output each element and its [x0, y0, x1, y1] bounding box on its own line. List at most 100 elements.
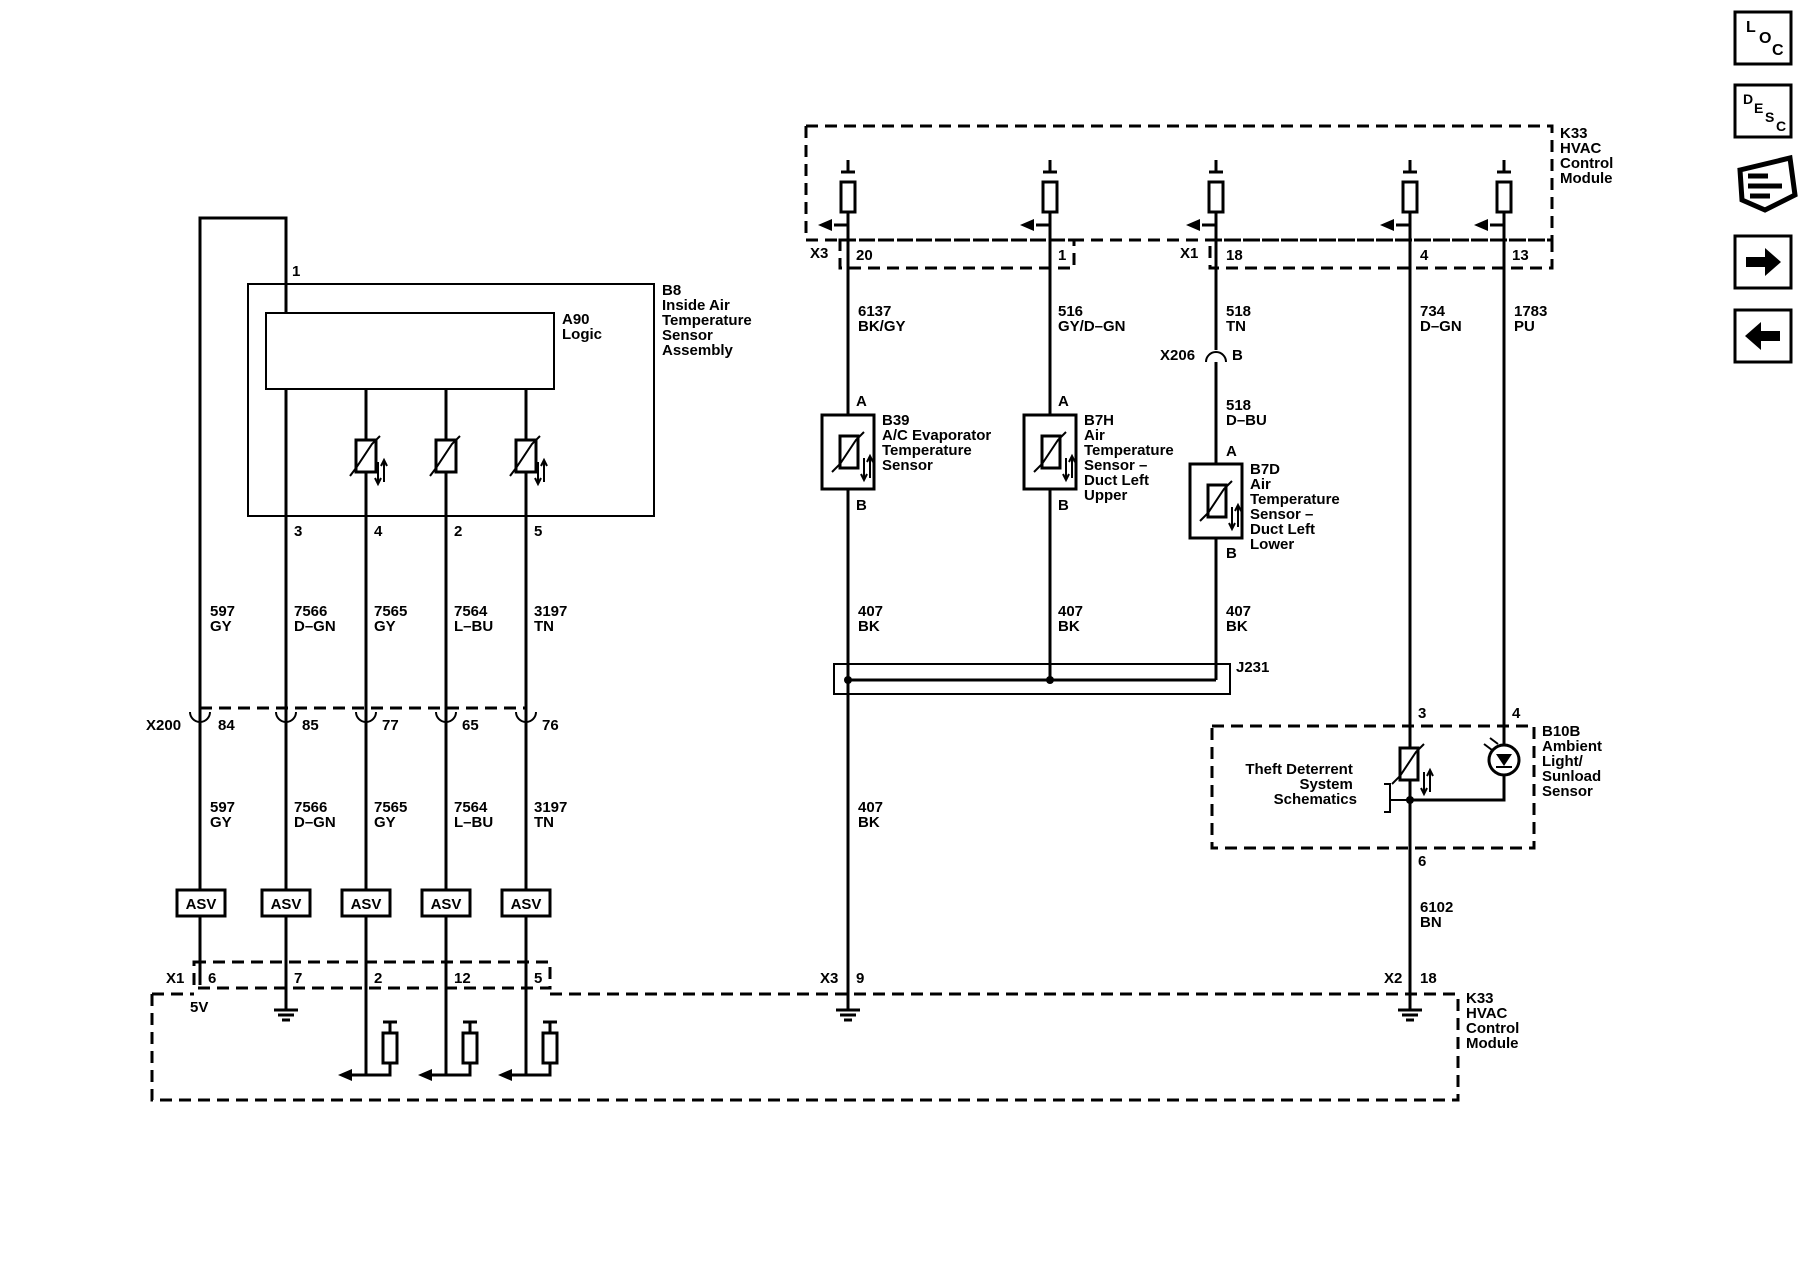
svg-text:J231: J231: [1236, 659, 1269, 676]
connector-view-button[interactable]: [1737, 154, 1798, 213]
svg-text:K33 HVAC Control: K33 HVAC Control Module: [1466, 990, 1524, 1052]
svg-text:12: 12: [454, 970, 471, 987]
b8-inside-air-temp-sensor-assembly: B8 Inside Air Temperature Sensor Assembl…: [247, 282, 756, 517]
previous-page-button[interactable]: [1733, 308, 1793, 364]
arrow-left-icon: [1745, 322, 1780, 350]
svg-text:4: 4: [1420, 247, 1429, 264]
svg-text:ASV: ASV: [511, 896, 542, 913]
x1-bottom-connector: X1 6 7 2 12 5 5V: [166, 960, 552, 1016]
svg-text:20: 20: [856, 247, 873, 264]
svg-text:X3: X3: [810, 245, 828, 262]
svg-text:K33 HVAC Control: K33 HVAC Control Module: [1560, 125, 1618, 187]
svg-text:76: 76: [542, 717, 559, 734]
desc-button[interactable]: D E S C: [1733, 83, 1793, 139]
j231-splice: J231: [833, 659, 1269, 695]
svg-text:A: A: [1226, 443, 1237, 460]
svg-text:B: B: [1226, 545, 1237, 562]
loc-letter-c: C: [1772, 42, 1784, 59]
5v-label: 5V: [190, 999, 208, 1016]
b7d-duct-left-lower-sensor: A B B7D Air Temperature Sensor – Duct Le…: [1188, 443, 1344, 562]
svg-text:85: 85: [302, 717, 319, 734]
b8-pin-3: 3: [294, 523, 302, 540]
svg-text:1: 1: [1058, 247, 1066, 264]
svg-text:A: A: [1058, 393, 1069, 410]
b8-pin-4: 4: [374, 523, 383, 540]
svg-text:7: 7: [294, 970, 302, 987]
svg-text:B7H Air Temperatur: B7H Air Temperature Sensor – Duct Left U…: [1084, 412, 1178, 504]
desc-letter-s: S: [1765, 109, 1774, 125]
svg-text:ASV: ASV: [186, 896, 217, 913]
loc-letter-o: O: [1759, 30, 1771, 47]
arrow-right-icon: [1746, 248, 1781, 276]
svg-text:2: 2: [374, 970, 382, 987]
svg-text:18: 18: [1226, 247, 1243, 264]
svg-text:5: 5: [534, 970, 542, 987]
svg-text:ASV: ASV: [351, 896, 382, 913]
desc-letter-e: E: [1754, 100, 1763, 116]
svg-text:X206: X206: [1160, 347, 1195, 364]
svg-text:6: 6: [1418, 853, 1426, 870]
loc-button[interactable]: L O C: [1733, 10, 1793, 66]
b7h-duct-left-upper-sensor: A B B7H Air Temperature Sensor – Duct Le…: [1022, 393, 1178, 514]
k33-hvac-module-bottom: K33 HVAC Control Module: [150, 990, 1524, 1102]
svg-text:9: 9: [856, 970, 864, 987]
k33-hvac-module-top: K33 HVAC Control Module X3 X1 20 1 18 4 …: [804, 124, 1618, 270]
x200-label: X200: [146, 717, 181, 734]
b8-pin-2: 2: [454, 523, 462, 540]
svg-text:B: B: [1058, 497, 1069, 514]
svg-text:B39 A/C Evaporator: B39 A/C Evaporator Temperature Sensor: [882, 412, 995, 474]
svg-text:X3: X3: [820, 970, 838, 987]
module-output-circuits: [818, 160, 1513, 231]
desc-letter-c: C: [1776, 118, 1786, 134]
svg-text:X1: X1: [1180, 245, 1198, 262]
svg-text:18: 18: [1420, 970, 1437, 987]
a90-logic-label: A90 Logic: [562, 311, 602, 343]
asv-boxes: ASV ASV ASV ASV ASV: [175, 888, 552, 918]
svg-text:X2: X2: [1384, 970, 1402, 987]
next-page-button[interactable]: [1733, 234, 1793, 290]
loc-letter-l: L: [1746, 19, 1756, 36]
wire-1783-pu: [1410, 212, 1506, 802]
b8-label: B8 Inside Air Temperature Sensor Assembl…: [662, 282, 756, 359]
svg-text:X1: X1: [166, 970, 184, 987]
ground-icon: [274, 1008, 298, 1022]
svg-text:B7D Air Temperatur: B7D Air Temperature Sensor – Duct Left L…: [1250, 461, 1344, 553]
b10b-ambient-light-sunload-sensor: 3 4 6 B10B Ambient Light/ Sunload Sensor…: [1210, 705, 1602, 870]
ground-icon: [1398, 1008, 1422, 1022]
svg-text:Theft Deterrent System: Theft Deterrent System Schematics: [1245, 761, 1357, 808]
desc-letter-d: D: [1743, 91, 1753, 107]
module-input-circuits: [338, 1020, 559, 1081]
b8-pin-1: 1: [292, 263, 300, 280]
wire-597-gy: [198, 216, 288, 985]
b39-evaporator-temp-sensor: A B B39 A/C Evaporator Temperature Senso…: [820, 393, 995, 514]
ground-icon: [836, 1008, 860, 1022]
svg-text:B: B: [856, 497, 867, 514]
x3-x2-bottom-connectors: X3 9 X2 18: [820, 970, 1437, 987]
svg-text:13: 13: [1512, 247, 1529, 264]
svg-text:84: 84: [218, 717, 235, 734]
connector-icon: [1737, 154, 1798, 213]
